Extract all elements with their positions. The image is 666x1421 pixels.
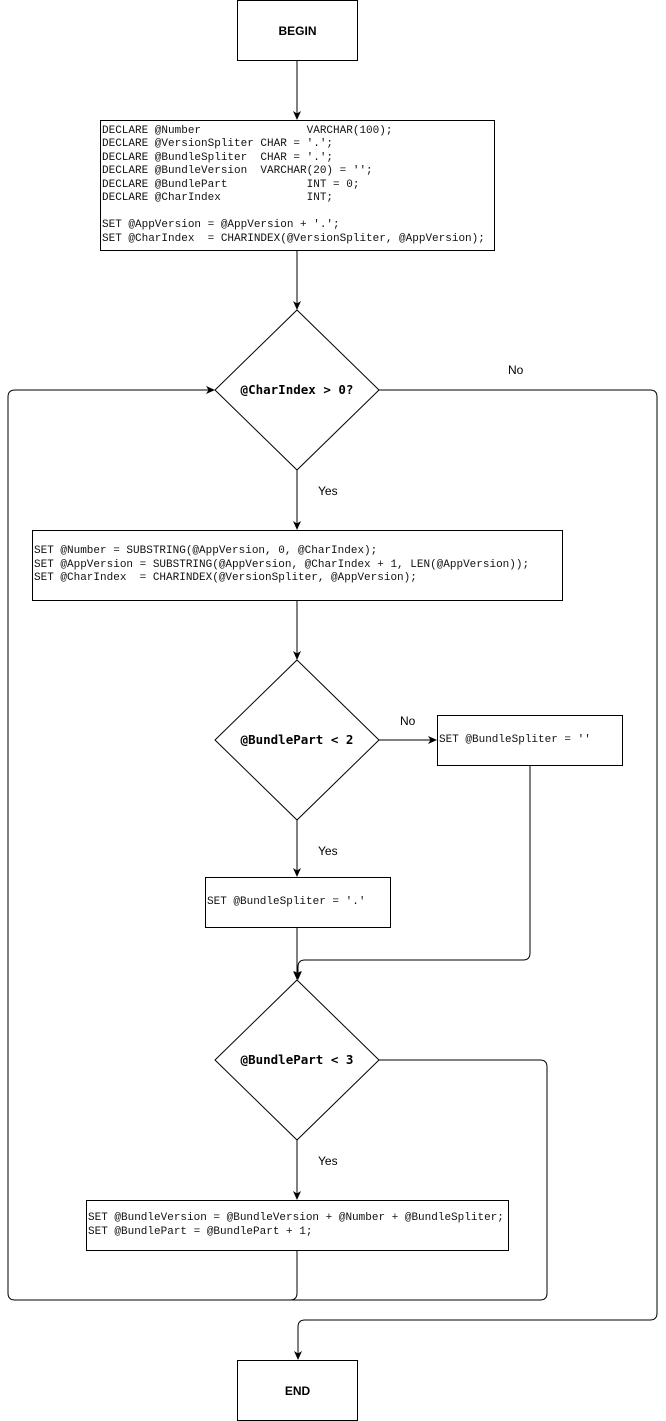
code-line: DECLARE @BundleSpliter CHAR = '.';: [102, 151, 334, 164]
spliter-dot-block: SET @BundleSpliter = '.': [205, 877, 391, 928]
code-line: SET @CharIndex = CHARINDEX(@VersionSplit…: [102, 232, 485, 245]
edge-bundlepart3-no: [290, 1059, 548, 1301]
decision-bundlepart2-shape: [214, 659, 380, 821]
end-node: END: [237, 1360, 358, 1421]
code-line: DECLARE @VersionSpliter CHAR = '.';: [102, 138, 334, 151]
code-line: SET @BundleSpliter = '.': [207, 895, 366, 908]
edge-charindex-no: [294, 389, 658, 1360]
code-line: DECLARE @CharIndex INT;: [102, 192, 334, 205]
code-line: DECLARE @BundlePart INT = 0;: [102, 178, 360, 191]
edge-label-charindex-yes: Yes: [318, 484, 338, 498]
code-line: DECLARE @Number VARCHAR(100);: [102, 124, 393, 137]
code-line: DECLARE @BundleVersion VARCHAR(20) = '';: [102, 165, 373, 178]
edge-label-charindex-no: No: [508, 363, 524, 377]
end-label: END: [284, 1383, 311, 1398]
decision-bundlepart3-label: @BundlePart < 3: [240, 1052, 354, 1067]
code-line: SET @AppVersion = @AppVersion + '.';: [102, 219, 340, 232]
decision-charindex-shape: [214, 309, 380, 471]
code-line: SET @AppVersion = SUBSTRING(@AppVersion,…: [34, 558, 530, 571]
begin-node: BEGIN: [237, 0, 358, 61]
code-line: SET @CharIndex = CHARINDEX(@VersionSplit…: [34, 572, 417, 585]
edge-label-bundlepart3-yes: Yes: [318, 1154, 338, 1168]
code-line: SET @BundlePart = @BundlePart + 1;: [88, 1225, 313, 1238]
code-line: [102, 206, 494, 220]
spliter-empty-block: SET @BundleSpliter = '': [437, 715, 623, 766]
decision-charindex-label: @CharIndex > 0?: [240, 382, 354, 397]
declare-block: DECLARE @Number VARCHAR(100); DECLARE @V…: [100, 120, 495, 251]
code-line: SET @Number = SUBSTRING(@AppVersion, 0, …: [34, 545, 378, 558]
begin-label: BEGIN: [278, 23, 317, 38]
loop-body-block: SET @Number = SUBSTRING(@AppVersion, 0, …: [32, 530, 563, 601]
decision-bundlepart2-label: @BundlePart < 2: [240, 732, 354, 747]
edge-label-bundlepart2-yes: Yes: [318, 844, 338, 858]
edge-empty-to-merge: [294, 765, 531, 980]
append-block: SET @BundleVersion = @BundleVersion + @N…: [86, 1200, 509, 1251]
code-line: SET @BundleSpliter = '': [439, 733, 591, 746]
code-line: SET @BundleVersion = @BundleVersion + @N…: [88, 1212, 504, 1224]
edge-loop-back: [7, 386, 298, 1301]
edge-label-bundlepart2-no: No: [400, 714, 416, 728]
decision-bundlepart3-shape: [214, 979, 380, 1141]
